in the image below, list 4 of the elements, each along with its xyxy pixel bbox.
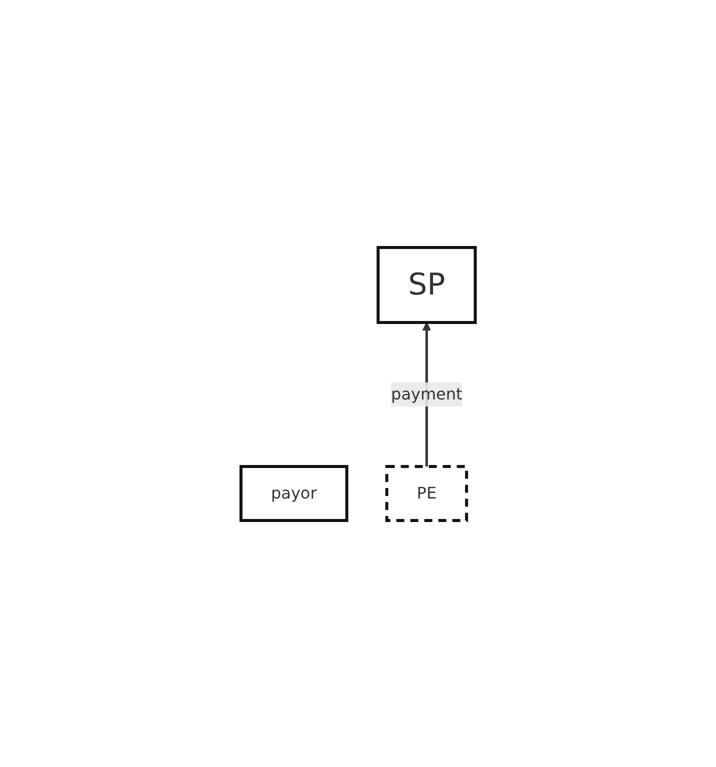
node-box: payor: [239, 464, 348, 522]
node-box: PE: [385, 464, 468, 522]
edge-label: payment: [390, 384, 462, 403]
node-box: SP: [376, 246, 477, 324]
